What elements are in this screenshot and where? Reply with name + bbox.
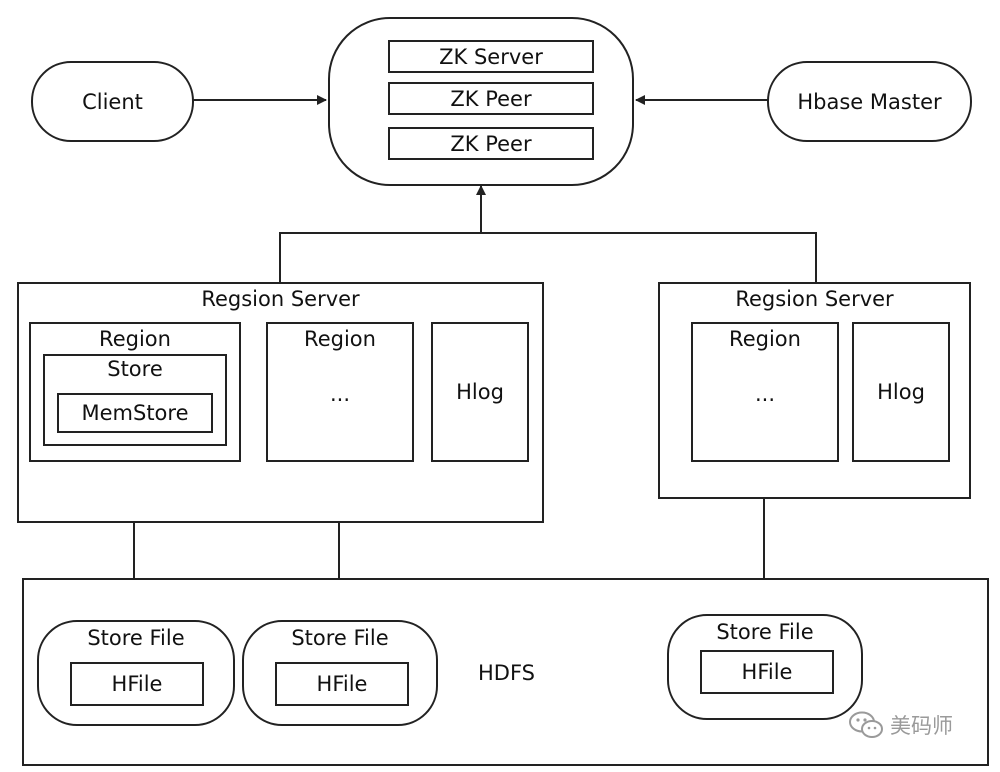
wechat-icon [849,711,883,738]
watermark-text: 美码师 [890,714,953,738]
memstore-box: MemStore [57,393,213,433]
region-server-title: Regsion Server [735,287,894,311]
hdfs-container: Store File HFile Store File HFile HDFS S… [22,578,989,766]
watermark: 美码师 [848,710,953,740]
region-title: Region [99,327,171,351]
region-servers-connector [279,232,817,283]
zk-server-box: ZK Server [388,40,594,73]
zk-peer-box: ZK Peer [388,127,594,160]
region-server-title: Regsion Server [201,287,360,311]
store-title: Store [107,357,163,381]
region-box: Region Store MemStore [29,322,241,462]
hfile-box: HFile [700,650,834,694]
region-server-2: Regsion Server Region ... Hlog [658,282,971,499]
hlog-box: Hlog [852,322,950,462]
store-file-title: Store File [716,620,814,644]
store-file-title: Store File [291,626,389,650]
region-ellipsis: ... [329,382,351,406]
region-title: Region [304,327,376,351]
hfile-box: HFile [70,662,204,706]
region-ellipsis: ... [754,382,776,406]
hdfs-label: HDFS [478,661,536,685]
region-box: Region ... [691,322,839,462]
store-file: Store File HFile [667,614,863,720]
hfile-box: HFile [275,662,409,706]
region-title: Region [729,327,801,351]
store-file: Store File HFile [242,620,438,726]
region-box: Region ... [266,322,414,462]
region-server-1: Regsion Server Region Store MemStore Reg… [17,282,544,523]
store-file: Store File HFile [37,620,235,726]
hbase-master-node: Hbase Master [767,61,972,142]
client-node: Client [31,61,194,142]
store-box: Store MemStore [43,354,227,446]
zookeeper-ensemble: ZK Server ZK Peer ZK Peer [328,17,634,186]
store-file-title: Store File [87,626,185,650]
hlog-box: Hlog [431,322,529,462]
zk-peer-box: ZK Peer [388,82,594,115]
